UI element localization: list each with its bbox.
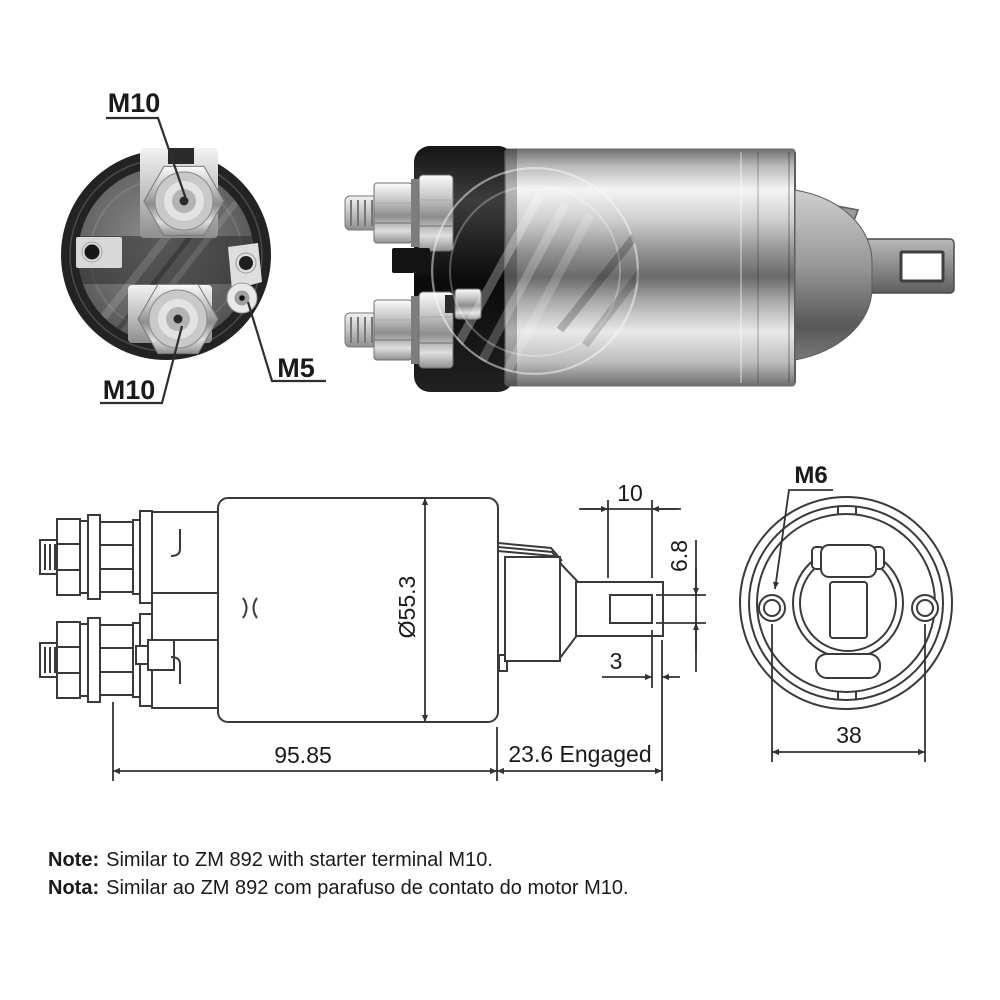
side-bolt-top — [39, 510, 153, 604]
dim-hole-height: 6.8 — [656, 540, 706, 672]
product-photo — [344, 146, 955, 392]
dim-diameter: Ø55.3 — [394, 498, 429, 722]
dim-engaged: 23.6 Engaged — [497, 640, 663, 781]
clip-mark-right — [252, 597, 258, 619]
dim-hole-width: 10 — [579, 480, 681, 578]
notes-block: Note: Similar to ZM 892 with starter term… — [48, 849, 629, 899]
leader-m10-bottom — [100, 325, 184, 405]
side-m5-stub — [135, 645, 149, 665]
flange-notches — [837, 506, 857, 700]
dim-diameter-label: Ø55.3 — [394, 576, 420, 639]
note-pt-label: Nota: — [48, 877, 99, 899]
motor-terminal-bottom — [128, 283, 219, 355]
side-plunger — [497, 542, 664, 672]
lever-hole — [899, 250, 945, 283]
dim-overall-length: 95.85 — [112, 702, 498, 781]
dim-hole-height-label: 6.8 — [666, 540, 692, 572]
spade-terminal — [392, 248, 430, 273]
front-slot — [829, 581, 868, 639]
leader-m5 — [246, 301, 326, 383]
mount-hole-left — [758, 594, 786, 622]
m5-nut — [454, 288, 482, 320]
battery-terminal-top — [140, 148, 225, 238]
front-view-drawing: M6 38 — [739, 462, 953, 762]
note-pt: Nota: Similar ao ZM 892 com parafuso de c… — [48, 877, 629, 899]
terminal-end-view: M10 M10 M5 — [61, 88, 326, 405]
plunger-dome — [794, 189, 873, 361]
note-en-label: Note: — [48, 849, 99, 871]
callout-m6: M6 — [772, 462, 833, 590]
side-m5-nut — [147, 639, 175, 671]
front-outer-circle — [739, 496, 953, 710]
note-pt-text: Similar ao ZM 892 com parafuso de contat… — [106, 877, 628, 899]
dim-tip-offset-label: 3 — [610, 648, 623, 674]
m5-stud — [445, 295, 457, 313]
dim-tip-offset: 3 — [602, 630, 680, 688]
mount-hole-right — [911, 594, 939, 622]
label-m6: M6 — [794, 462, 827, 489]
plunger-rod-hole — [609, 594, 653, 624]
mount-tab — [76, 237, 122, 268]
dim-hole-spacing-label: 38 — [836, 722, 862, 748]
wire-hook-bottom — [170, 656, 181, 684]
dim-hole-width-label: 10 — [617, 480, 643, 506]
plunger-guide — [811, 544, 885, 679]
dim-overall-length-label: 95.85 — [274, 742, 332, 768]
dim-hole-spacing: 38 — [771, 624, 926, 762]
label-m10-bottom: M10 — [103, 375, 156, 405]
label-m10-top: M10 — [108, 88, 161, 118]
wire-hook-top — [170, 529, 181, 557]
leader-m10-top — [106, 116, 188, 200]
side-view-drawing: Ø55.3 95.85 23.6 Engaged 10 — [39, 480, 706, 781]
dim-engaged-label: 23.6 Engaged — [508, 741, 651, 767]
m5-terminal — [226, 243, 262, 314]
side-body — [217, 497, 499, 723]
clip-mark-left — [242, 597, 248, 619]
solenoid-housing — [504, 148, 796, 387]
side-rear-cap — [151, 511, 219, 709]
label-m5: M5 — [277, 353, 315, 383]
note-en-text: Similar to ZM 892 with starter terminal … — [106, 849, 493, 871]
note-en: Note: Similar to ZM 892 with starter term… — [48, 849, 493, 871]
zm-logo-watermark — [431, 167, 639, 375]
